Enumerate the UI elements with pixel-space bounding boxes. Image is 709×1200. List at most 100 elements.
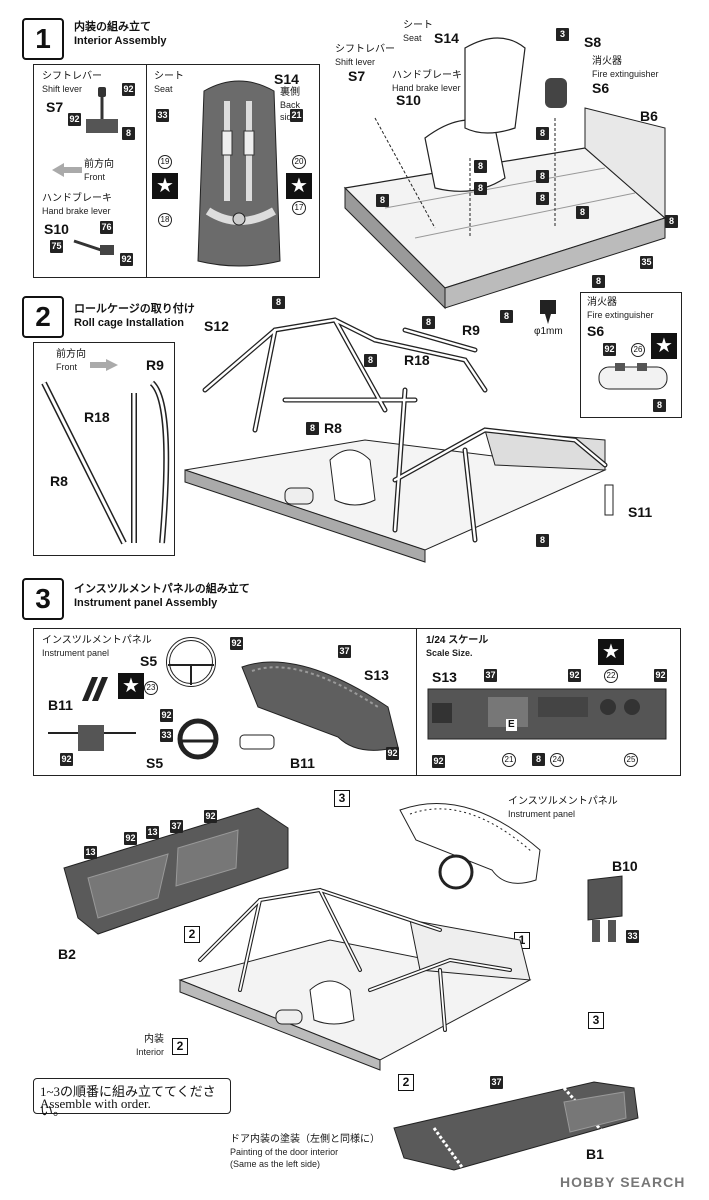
step-2-title: ロールケージの取り付け Roll cage Installation — [74, 302, 195, 330]
s11-code: S11 — [628, 504, 653, 520]
part-badge: 37 — [338, 645, 351, 658]
b1-code: B1 — [586, 1146, 604, 1162]
drill-size: φ1mm — [534, 326, 563, 337]
part-badge: 35 — [640, 256, 653, 269]
part-badge: 92 — [204, 810, 217, 823]
roll-cage-drawing — [184, 317, 614, 563]
b11-code-2: B11 — [290, 755, 315, 771]
part-badge: 8 — [653, 399, 666, 412]
fire-extinguisher-code: S6 — [592, 80, 610, 96]
part-badge: 8 — [422, 316, 435, 329]
b11-code: B11 — [48, 697, 73, 713]
part-badge: 8 — [474, 182, 487, 195]
star-icon: ★ — [651, 333, 677, 359]
door-painting-note: ドア内装の塗装（左側と同様に） Painting of the door int… — [230, 1134, 380, 1169]
part-badge: 37 — [484, 669, 497, 682]
s13-scale-code: S13 — [432, 669, 457, 685]
s5-code-2: S5 — [146, 755, 164, 771]
final-dash-drawing — [399, 803, 541, 890]
part-badge: 8 — [536, 127, 549, 140]
part-badge: 8 — [376, 194, 389, 207]
logo-decal-icon — [82, 677, 108, 701]
part-badge: 92 — [654, 669, 667, 682]
part-badge: 8 — [474, 160, 487, 173]
instrument-panel-scale-drawing — [427, 688, 667, 740]
hand-brake-drawing — [73, 239, 114, 255]
part-badge: 13 — [84, 846, 97, 859]
fire-extinguisher-drawing — [598, 363, 668, 390]
step-3-title: インスツルメントパネルの組み立て Instrument panel Assemb… — [74, 582, 250, 610]
r9-code: R9 — [462, 322, 480, 338]
seat-code-main: S14 — [434, 30, 459, 46]
part-badge: 92 — [120, 253, 133, 266]
part-circle: 20 — [292, 155, 306, 169]
part-circle: 25 — [624, 753, 638, 767]
b2-code: B2 — [58, 946, 76, 962]
front-arrow-icon — [90, 359, 118, 371]
star-icon: ★ — [286, 173, 312, 199]
part-badge: 92 — [60, 753, 73, 766]
assembly-order-note: 1~3の順番に組み立ててください。 Assemble with order. — [33, 1078, 231, 1118]
part-badge: 3 — [556, 28, 569, 41]
part-badge: 8 — [536, 170, 549, 183]
part-badge: 8 — [500, 310, 513, 323]
shift-lever-code-main: S7 — [348, 68, 366, 84]
part-circle: 19 — [158, 155, 172, 169]
part-circle: 26 — [631, 343, 645, 357]
part-badge: 8 — [665, 215, 678, 228]
ref-step-3: 3 — [334, 790, 350, 807]
hand-brake-code: S10 — [44, 221, 69, 237]
column-drawing — [48, 725, 136, 751]
step-1-title-jp: 内装の組み立て — [74, 21, 151, 33]
step-1-title: 内装の組み立て Interior Assembly — [74, 20, 167, 48]
part-circle: 24 — [550, 753, 564, 767]
r18-code: R18 — [404, 352, 430, 368]
part-badge: 92 — [124, 832, 137, 845]
part-badge: 8 — [272, 296, 285, 309]
step-3-title-jp: インスツルメントパネルの組み立て — [74, 583, 250, 595]
part-badge: 92 — [568, 669, 581, 682]
part-badge: 8 — [576, 206, 589, 219]
r8-inset-code: R8 — [50, 473, 68, 489]
part-badge: 8 — [364, 354, 377, 367]
seat-back-drawing — [197, 80, 281, 267]
part-badge: 21 — [290, 109, 303, 122]
ext-inset-code: S6 — [587, 323, 605, 339]
part-circle: 21 — [502, 753, 516, 767]
part-badge: 37 — [170, 820, 183, 833]
part-badge: 75 — [50, 240, 63, 253]
s13-code: S13 — [364, 667, 389, 683]
part-badge: 92 — [386, 747, 399, 760]
r18-inset-code: R18 — [84, 409, 110, 425]
step-2-number: 2 — [22, 296, 64, 338]
step-2-title-jp: ロールケージの取り付け — [74, 303, 195, 315]
door-left-drawing — [63, 807, 289, 935]
star-icon: ★ — [598, 639, 624, 665]
step-3-number: 3 — [22, 578, 64, 620]
interior-floor-drawing — [343, 37, 667, 310]
shift-lever-drawing — [86, 87, 118, 133]
r9-inset-code: R9 — [146, 357, 164, 373]
e-mark: E — [506, 719, 517, 731]
part-badge: 92 — [160, 709, 173, 722]
part-badge: 8 — [122, 127, 135, 140]
ref-step-2: 2 — [398, 1074, 414, 1091]
part-circle: 17 — [292, 201, 306, 215]
hand-brake-code-main: S10 — [396, 92, 421, 108]
b6-code: B6 — [640, 108, 658, 124]
seat-code: S14 — [274, 71, 299, 87]
shift-lever-code: S7 — [46, 99, 64, 115]
part-badge: 13 — [146, 826, 159, 839]
b10-part-drawing — [587, 875, 623, 942]
